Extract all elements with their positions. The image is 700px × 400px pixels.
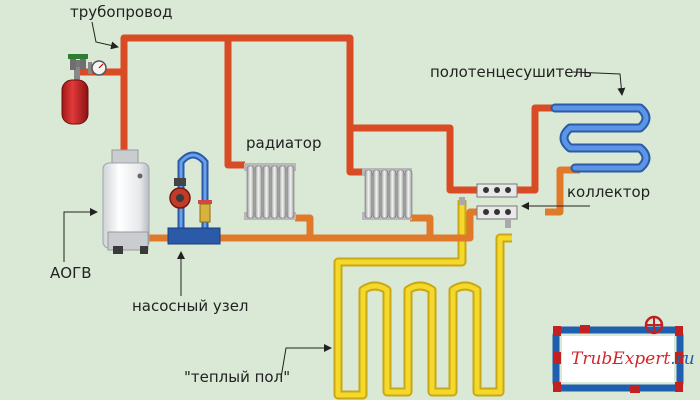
expansion-tank xyxy=(61,60,89,125)
pointer-towel-dryer xyxy=(572,71,626,96)
label-boiler: АОГВ xyxy=(50,264,92,282)
label-collector: коллектор xyxy=(567,183,650,201)
label-warm-floor: "теплый пол" xyxy=(184,368,290,386)
radiator-2 xyxy=(362,168,413,220)
pump-unit xyxy=(167,151,221,245)
boiler xyxy=(102,149,150,254)
pointer-warm-floor xyxy=(280,344,332,379)
pointer-boiler xyxy=(63,208,98,262)
supply-pipes xyxy=(80,34,560,194)
logo-part-expert: Expert xyxy=(611,349,670,369)
radiator-1 xyxy=(244,163,296,220)
pressure-gauge xyxy=(88,60,107,76)
warm-floor-loop xyxy=(333,200,512,400)
label-pipeline: трубопровод xyxy=(70,3,172,21)
trubexpert-logo[interactable]: TrubExpert.ru xyxy=(552,315,695,393)
label-radiator: радиатор xyxy=(246,134,321,152)
valve-wheel-icon xyxy=(644,315,664,335)
logo-part-trub: Trub xyxy=(571,349,612,369)
pointer-pipeline xyxy=(91,21,119,50)
collector xyxy=(459,183,518,228)
logo-part-ru: .ru xyxy=(670,349,694,369)
air-vent-valve xyxy=(68,54,88,70)
label-pump-unit: насосный узел xyxy=(132,297,249,315)
svg-text:TrubExpert.ru: TrubExpert.ru xyxy=(571,349,695,369)
towel-dryer xyxy=(550,103,651,173)
label-towel-dryer: полотенцесушитель xyxy=(430,63,592,81)
